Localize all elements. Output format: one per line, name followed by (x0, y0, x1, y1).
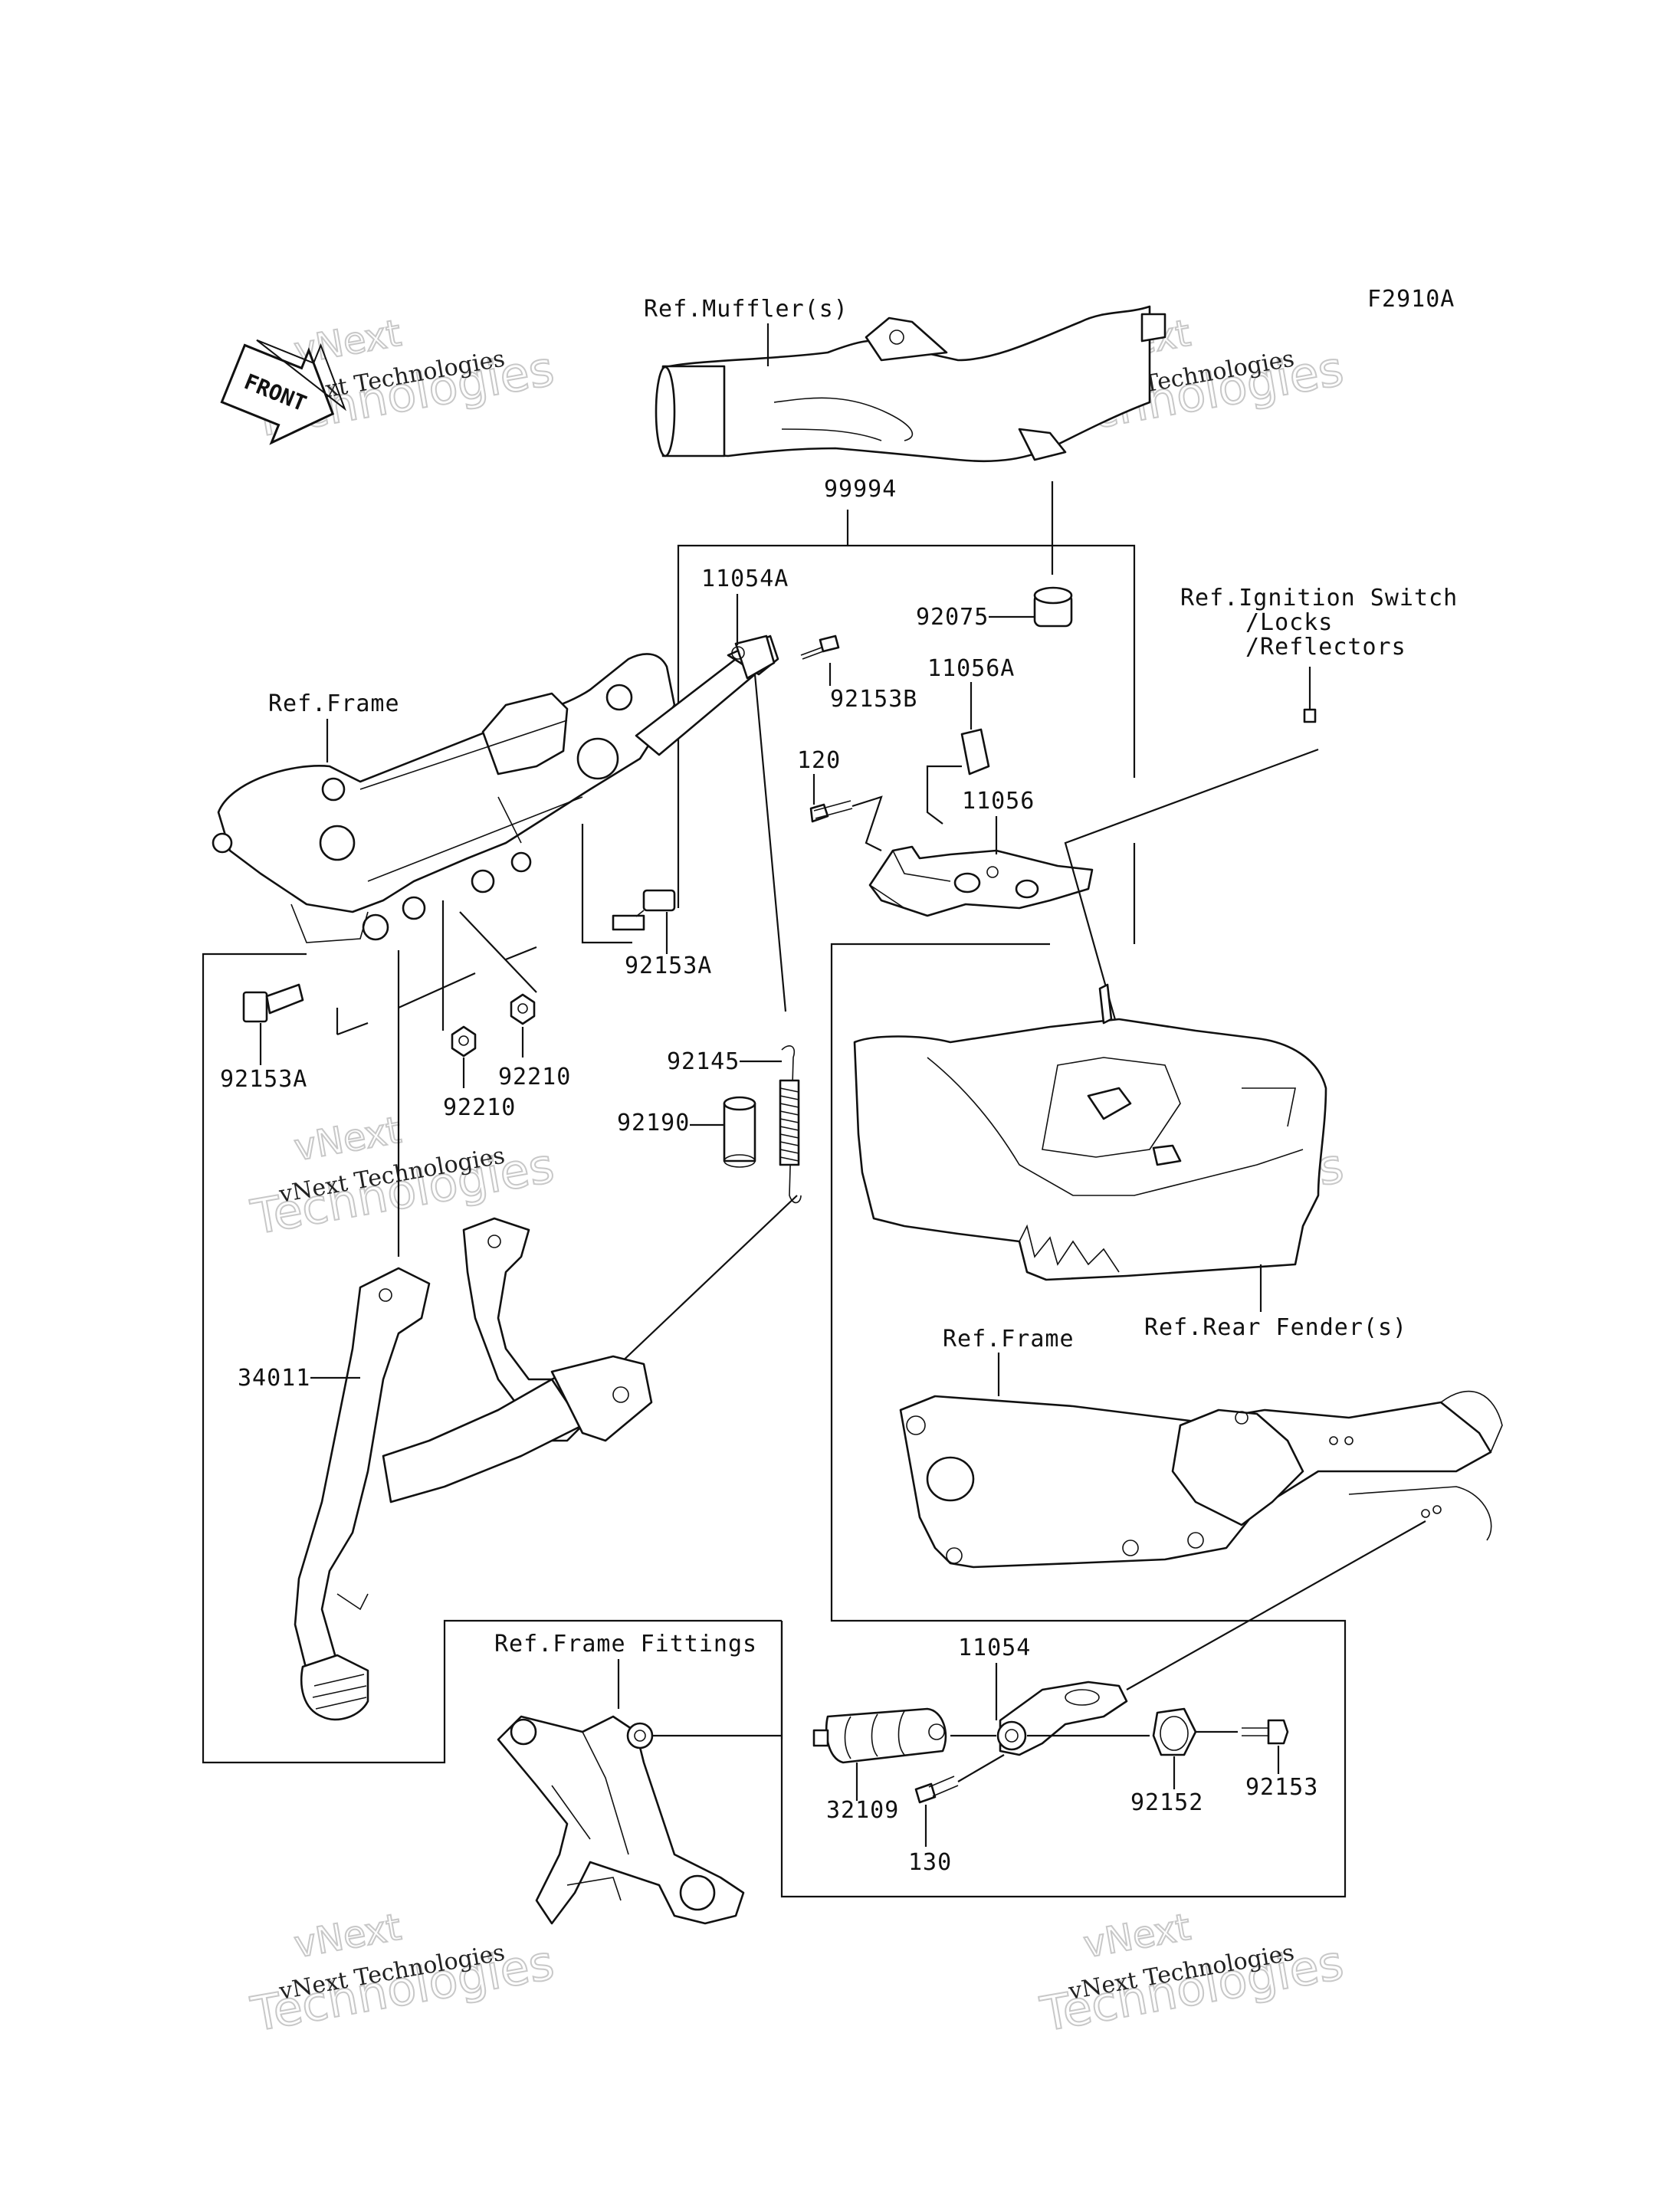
frame-left-ref-part (212, 635, 779, 943)
label-11054A: 11054A (701, 566, 789, 592)
ref-ignition-line3: /Reflectors (1245, 634, 1406, 661)
footpeg-32109 (812, 1707, 947, 1764)
nut-92210-a (451, 1025, 477, 1058)
label-34011: 34011 (238, 1365, 310, 1392)
nut-92210-b (510, 993, 536, 1025)
watermark-bottom-right: vNext Technologies vNext Technologies (1035, 1905, 1348, 2043)
grommet-92075 (1033, 586, 1073, 628)
spring-92145 (779, 1045, 802, 1204)
washer-92152 (1152, 1707, 1197, 1756)
ref-ignition-line1: Ref.Ignition Switch (1180, 585, 1458, 612)
label-92075: 92075 (916, 604, 989, 631)
label-92153A-right: 92153A (625, 953, 712, 979)
bolt-92153A-right (612, 889, 676, 931)
front-arrow-icon: FRONT (220, 339, 346, 445)
label-92153B: 92153B (830, 686, 917, 713)
svg-text:vNext: vNext (291, 1906, 405, 1967)
label-11054: 11054 (958, 1635, 1031, 1661)
bracket-11056A (960, 682, 990, 776)
label-99994: 99994 (824, 476, 897, 503)
label-92153: 92153 (1245, 1774, 1318, 1801)
screw-reflector (1303, 667, 1317, 723)
stand-34011 (294, 1217, 653, 1721)
bolt-92153 (1242, 1719, 1289, 1745)
ref-frame-left-label: Ref.Frame (268, 690, 400, 717)
label-92210-a: 92210 (443, 1094, 516, 1121)
label-92190: 92190 (617, 1110, 690, 1136)
label-92153A-left: 92153A (220, 1066, 307, 1093)
label-11056: 11056 (962, 788, 1035, 815)
muffler-ref-part (655, 305, 1166, 463)
label-120: 120 (797, 747, 841, 774)
label-32109: 32109 (826, 1797, 899, 1824)
svg-text:vNext: vNext (1081, 1906, 1194, 1967)
ref-rear-fender-label: Ref.Rear Fender(s) (1144, 1314, 1407, 1341)
label-92152: 92152 (1130, 1789, 1203, 1816)
svg-text:vNext: vNext (291, 1109, 405, 1170)
label-130: 130 (908, 1849, 952, 1876)
bolt-130 (914, 1776, 959, 1804)
diagram-code: F2910A (1367, 286, 1455, 313)
frame-fittings-ref-part (497, 1715, 745, 1925)
ref-frame-right-label: Ref.Frame (943, 1326, 1075, 1353)
label-11056A: 11056A (927, 655, 1015, 682)
bracket-11056 (868, 845, 1094, 917)
label-92210-b: 92210 (498, 1064, 571, 1090)
watermark-bottom-left: vNext Technologies vNext Technologies (246, 1905, 559, 2043)
bolt-92153A-left (242, 983, 304, 1023)
ref-frame-fittings-label: Ref.Frame Fittings (494, 1631, 757, 1658)
rear-fender-ref-part (853, 983, 1327, 1281)
bracket-11054 (996, 1681, 1128, 1756)
label-92145: 92145 (667, 1048, 740, 1075)
frame-right-ref-part (899, 1390, 1503, 1569)
ref-muffler-label: Ref.Muffler(s) (644, 296, 848, 323)
bolt-120 (809, 800, 853, 823)
ref-ignition-line2: /Locks (1245, 609, 1333, 636)
bolt-92153B (800, 635, 840, 660)
collar-92190 (723, 1096, 756, 1168)
